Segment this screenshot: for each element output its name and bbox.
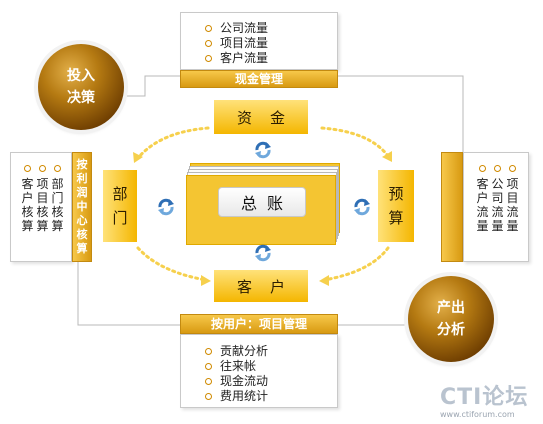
department-block: 部门: [103, 170, 137, 242]
refresh-icon: [158, 198, 174, 216]
general-ledger-stack: 总账: [184, 163, 340, 247]
invest-decision-orb: 投入决策: [38, 44, 124, 130]
refresh-icon: [354, 198, 370, 216]
list-item: 公司流量: [205, 21, 268, 36]
list-item: 现金流动: [205, 374, 268, 389]
column-project: 项目核算: [36, 165, 49, 233]
logo-brand: CTI论坛: [440, 385, 529, 410]
customer-block: 客户: [214, 270, 308, 302]
list-item: 费用统计: [205, 389, 268, 404]
top-info-box: 公司流量 项目流量 客户流量: [180, 12, 338, 70]
bullet-icon: [205, 25, 212, 32]
right-info-box: 客户流量 公司流量 项目流量: [463, 152, 529, 262]
bullet-icon: [24, 165, 31, 172]
bullet-icon: [205, 363, 212, 370]
budget-block: 预算: [378, 170, 414, 242]
column-company-flow: 公司流量: [491, 165, 504, 233]
project-management-header: 按用户：项目管理: [180, 314, 338, 334]
bullet-icon: [509, 165, 516, 172]
refresh-icon: [255, 141, 271, 159]
bullet-icon: [39, 165, 46, 172]
funds-block: 资金: [214, 100, 308, 134]
list-item: 贡献分析: [205, 344, 268, 359]
bullet-icon: [494, 165, 501, 172]
general-ledger-label: 总账: [218, 187, 306, 217]
cti-forum-logo: CTI论坛 www.ctiforum.com: [440, 386, 540, 422]
output-analysis-orb: 产出分析: [408, 276, 494, 362]
column-project-flow: 项目流量: [506, 165, 519, 233]
logo-url: www.ctiforum.com: [440, 410, 515, 419]
bottom-info-box: 贡献分析 往来帐 现金流动 费用统计: [180, 334, 338, 408]
column-customer-flow: 客户流量: [476, 165, 489, 233]
list-item: 往来帐: [205, 359, 268, 374]
list-item: 客户流量: [205, 51, 268, 66]
refresh-icon: [255, 244, 271, 262]
cash-management-header: 现金管理: [180, 70, 338, 88]
bullet-icon: [54, 165, 61, 172]
profit-center-header: 按利润中心核算: [72, 152, 92, 262]
right-side-bar: [441, 152, 463, 262]
bullet-icon: [479, 165, 486, 172]
list-item: 项目流量: [205, 36, 268, 51]
left-info-box: 客户核算 项目核算 部门核算: [10, 152, 72, 262]
bullet-icon: [205, 55, 212, 62]
column-department: 部门核算: [51, 165, 64, 233]
bullet-icon: [205, 40, 212, 47]
bullet-icon: [205, 378, 212, 385]
header-notch: [251, 88, 271, 100]
column-customer: 客户核算: [21, 165, 34, 233]
bullet-icon: [205, 393, 212, 400]
bullet-icon: [205, 348, 212, 355]
